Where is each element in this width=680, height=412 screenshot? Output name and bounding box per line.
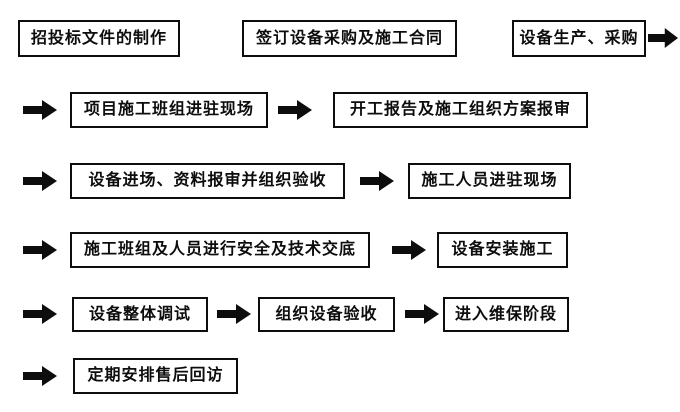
flow-step-personnel-onsite: 施工人员进驻现场 (408, 163, 571, 199)
flow-step-followup: 定期安排售后回访 (73, 358, 238, 394)
arrow-right-icon (405, 304, 439, 324)
arrow-right-icon (278, 100, 312, 120)
flow-step-installation: 设备安装施工 (437, 232, 568, 268)
flow-step-debugging: 设备整体调试 (72, 297, 208, 332)
flow-step-start-report: 开工报告及施工组织方案报审 (333, 92, 588, 128)
flow-step-equipment-entry: 设备进场、资料报审并组织验收 (70, 163, 345, 199)
flow-step-production: 设备生产、采购 (512, 20, 646, 57)
flow-step-sign-contract: 签订设备采购及施工合同 (242, 20, 457, 57)
arrow-right-icon (648, 28, 678, 48)
arrow-right-icon (360, 171, 394, 191)
arrow-right-icon (23, 171, 57, 191)
flow-step-bid-docs: 招投标文件的制作 (18, 20, 180, 57)
arrow-right-icon (392, 240, 426, 260)
flow-step-crew-onsite: 项目施工班组进驻现场 (70, 92, 268, 128)
arrow-right-icon (23, 240, 57, 260)
arrow-right-icon (23, 100, 57, 120)
flow-step-acceptance: 组织设备验收 (258, 297, 395, 332)
flow-step-maintenance: 进入维保阶段 (443, 297, 569, 332)
arrow-right-icon (217, 304, 251, 324)
flow-step-safety-briefing: 施工班组及人员进行安全及技术交底 (70, 232, 370, 268)
arrow-right-icon (23, 366, 57, 386)
arrow-right-icon (23, 304, 57, 324)
